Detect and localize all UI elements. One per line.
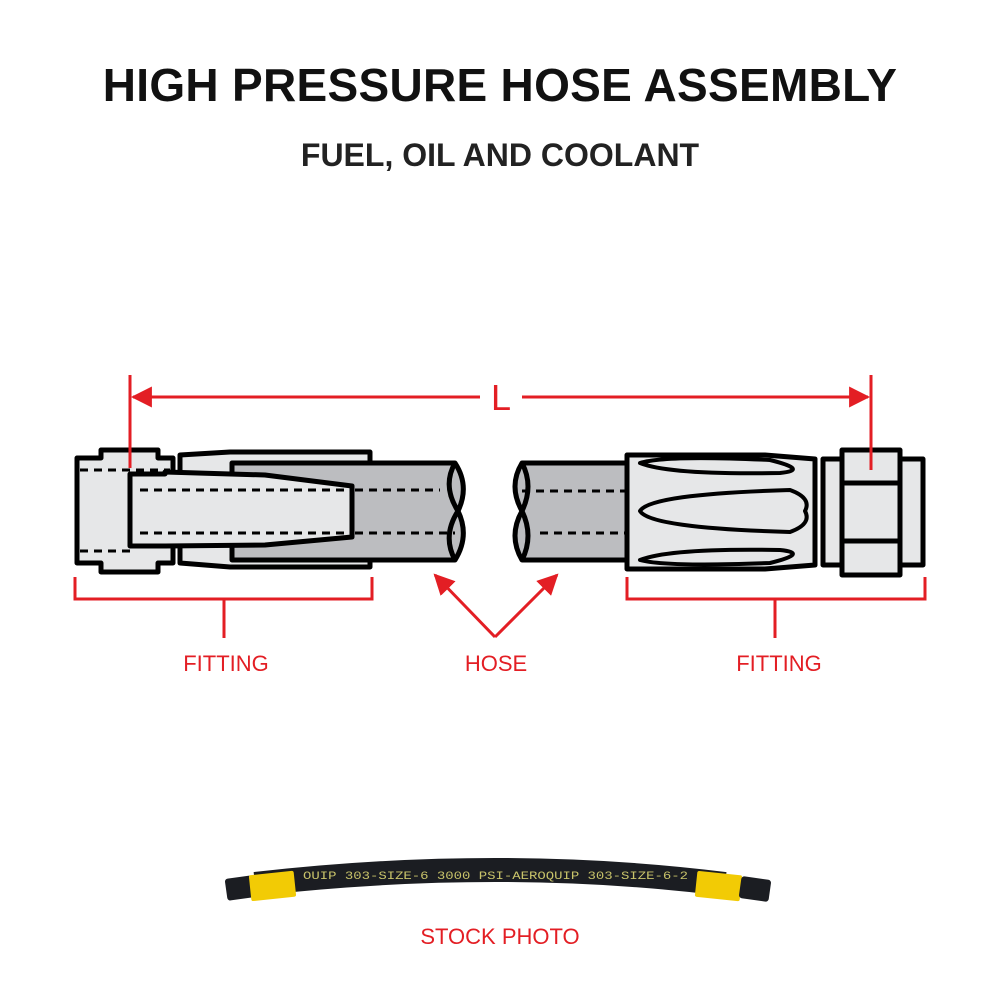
page-subtitle: FUEL, OIL AND COOLANT bbox=[300, 137, 700, 173]
dimension-lines bbox=[73, 375, 927, 639]
right-socket bbox=[624, 452, 818, 572]
right-hose-segment bbox=[512, 460, 631, 563]
hose-label: HOSE bbox=[464, 651, 528, 676]
left-fitting-label: FITTING bbox=[183, 651, 269, 676]
stock-photo-hose: OUIP 303-SIZE-6 3000 PSI-AEROQUIP 303-SI… bbox=[224, 858, 771, 902]
hose-print: OUIP 303-SIZE-6 3000 PSI-AEROQUIP 303-SI… bbox=[303, 871, 688, 883]
left-nipple bbox=[127, 469, 355, 549]
right-nut bbox=[839, 447, 903, 578]
stock-photo-caption: STOCK PHOTO bbox=[420, 924, 580, 949]
right-fitting-label: FITTING bbox=[736, 651, 822, 676]
page-title: HIGH PRESSURE HOSE ASSEMBLY bbox=[102, 59, 898, 111]
length-label: L bbox=[491, 377, 511, 418]
